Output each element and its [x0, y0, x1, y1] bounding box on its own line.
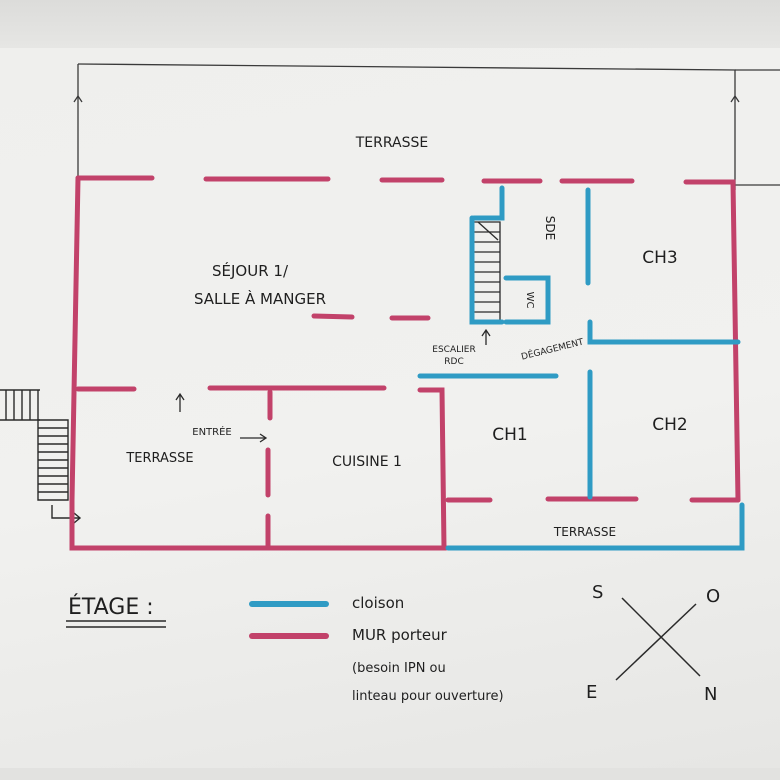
mur-porteur-walls	[69, 175, 741, 551]
legend-mur-porteur: MUR porteur	[352, 626, 448, 644]
room-labels: TERRASSE SÉJOUR 1/ SALLE À MANGER SDE CH…	[125, 135, 687, 539]
label-sde: SDE	[543, 216, 557, 240]
label-ch3: CH3	[642, 248, 677, 268]
outline-lines	[73, 63, 780, 190]
legend: cloison MUR porteur (besoin IPN ou linte…	[249, 594, 504, 704]
legend-note-2: linteau pour ouverture)	[352, 689, 504, 704]
label-degagement: DÉGAGEMENT	[520, 335, 585, 362]
compass-e: E	[586, 682, 597, 703]
plan-title: ÉTAGE :	[66, 594, 166, 628]
label-entree: ENTRÉE	[192, 425, 232, 438]
compass-s: S	[592, 582, 603, 603]
cloison-walls	[417, 185, 745, 551]
title-etage: ÉTAGE :	[68, 594, 154, 620]
compass-o: O	[706, 586, 720, 607]
compass-rose: S O E N	[586, 582, 720, 705]
outside-stairs	[0, 389, 82, 524]
entrance-arrows	[175, 392, 268, 443]
label-cuisine: CUISINE 1	[332, 454, 402, 470]
compass-n: N	[704, 684, 717, 705]
label-wc: WC	[524, 292, 535, 309]
label-sejour-2: SALLE À MANGER	[194, 289, 326, 308]
legend-cloison: cloison	[352, 594, 404, 612]
inner-stair	[474, 221, 501, 345]
label-sejour-1: SÉJOUR 1/	[212, 261, 289, 280]
label-terrasse-top: TERRASSE	[355, 135, 428, 151]
label-terrasse-bottom: TERRASSE	[553, 525, 616, 539]
label-terrasse-left: TERRASSE	[125, 451, 193, 466]
label-escalier-1: ESCALIER	[432, 345, 475, 355]
legend-note-1: (besoin IPN ou	[352, 661, 446, 676]
label-escalier-2: RDC	[444, 357, 463, 367]
label-ch1: CH1	[492, 425, 527, 445]
label-ch2: CH2	[652, 415, 687, 435]
